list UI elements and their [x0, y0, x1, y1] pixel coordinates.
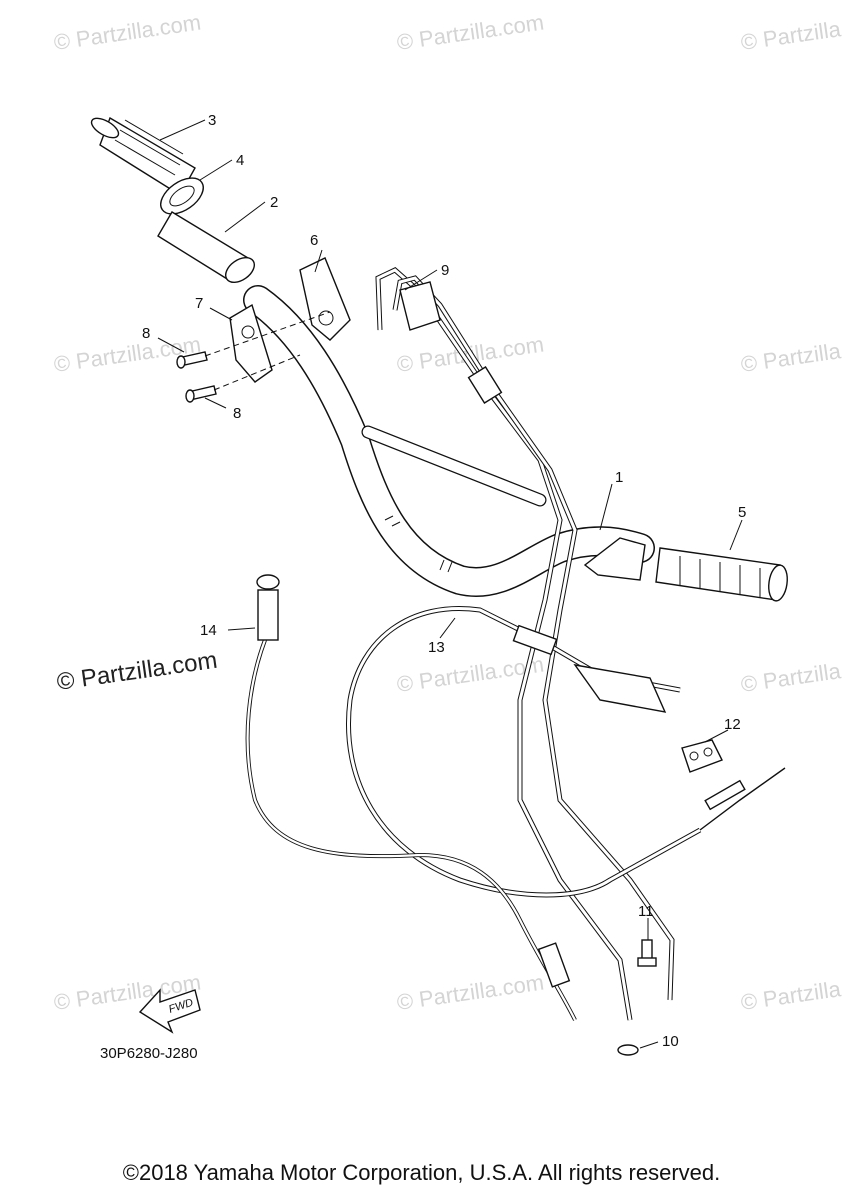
upper-holder: [299, 257, 351, 341]
watermark: © Partzilla.com: [739, 652, 843, 697]
callout-label: 4: [236, 152, 244, 169]
callout-labels: 1 2 3 4 5 6 7 8 8 9 10 11 12 13 14: [142, 112, 746, 1050]
fwd-arrow-icon: FWD: [138, 988, 201, 1034]
cable-holder: [681, 739, 723, 773]
right-grip: [583, 537, 788, 602]
watermark-primary: © Partzilla.com: [55, 647, 219, 696]
lower-holder: [229, 303, 273, 383]
grip-ring: [160, 177, 204, 215]
watermark: © Partzilla.com: [739, 10, 843, 55]
throttle-tube: [157, 211, 256, 284]
leader-lines: [157, 119, 743, 1049]
watermark: © Partzilla.com: [395, 10, 545, 55]
watermark: © Partzilla.com: [52, 10, 202, 55]
callout-label: 7: [195, 295, 203, 312]
diagram-code: 30P6280-J280: [100, 1045, 198, 1062]
callout-label: 6: [310, 232, 318, 249]
callout-label: 8: [233, 405, 241, 422]
callout-label: 10: [662, 1033, 679, 1050]
callout-label: 2: [270, 194, 278, 211]
bolt: [185, 385, 217, 403]
callout-label: 9: [441, 262, 449, 279]
watermark: © Partzilla.com: [52, 332, 202, 377]
callout-label: 14: [200, 622, 217, 639]
callout-label: 1: [615, 469, 623, 486]
callout-label: 5: [738, 504, 746, 521]
watermark: © Partzilla.com: [395, 970, 545, 1015]
bolt: [176, 351, 208, 369]
callout-label: 13: [428, 639, 445, 656]
handlebar: [243, 285, 655, 597]
clutch-cable: [346, 606, 786, 898]
o-ring: [617, 1044, 639, 1056]
watermark: © Partzilla.com: [739, 970, 843, 1015]
throttle-cable: [375, 267, 675, 1021]
screw: [637, 939, 657, 967]
callout-label: 8: [142, 325, 150, 342]
copyright-notice: ©2018 Yamaha Motor Corporation, U.S.A. A…: [122, 1160, 721, 1185]
speedometer-cable: [245, 574, 577, 1021]
watermark: © Partzilla.com: [739, 332, 843, 377]
callout-label: 11: [638, 903, 654, 920]
callout-label: 3: [208, 112, 216, 129]
callout-label: 12: [724, 716, 741, 733]
